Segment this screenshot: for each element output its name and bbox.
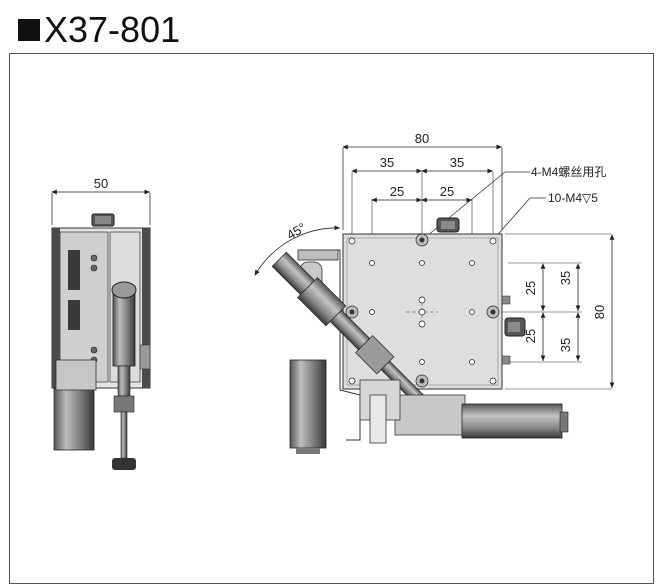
right-lower-35-dim: 35 [558, 338, 573, 352]
side-width-dim: 50 [94, 176, 108, 191]
side-view: 50 [51, 176, 151, 470]
right-upper-35-dim: 35 [558, 271, 573, 285]
page-title: X37-801 [18, 10, 180, 50]
drawing-frame [9, 53, 654, 584]
callout-tapped-holes: 10-M4▽5 [548, 191, 598, 205]
right-upper-25-dim: 25 [523, 281, 538, 295]
title-text: X37-801 [44, 9, 181, 50]
top-right-25-dim: 25 [440, 184, 454, 199]
top-view: 80 35 35 25 25 4-M4螺丝用孔 10-M4▽5 80 35 [254, 131, 615, 454]
angle-label: 45° [284, 220, 309, 243]
right-overall-dim: 80 [592, 305, 607, 319]
top-overall-dim: 80 [415, 131, 429, 146]
title-square-icon [18, 19, 40, 41]
top-left-35-dim: 35 [380, 155, 394, 170]
top-left-25-dim: 25 [390, 184, 404, 199]
top-right-35-dim: 35 [450, 155, 464, 170]
right-lower-25-dim: 25 [523, 329, 538, 343]
callout-mounting-holes: 4-M4螺丝用孔 [531, 165, 606, 179]
